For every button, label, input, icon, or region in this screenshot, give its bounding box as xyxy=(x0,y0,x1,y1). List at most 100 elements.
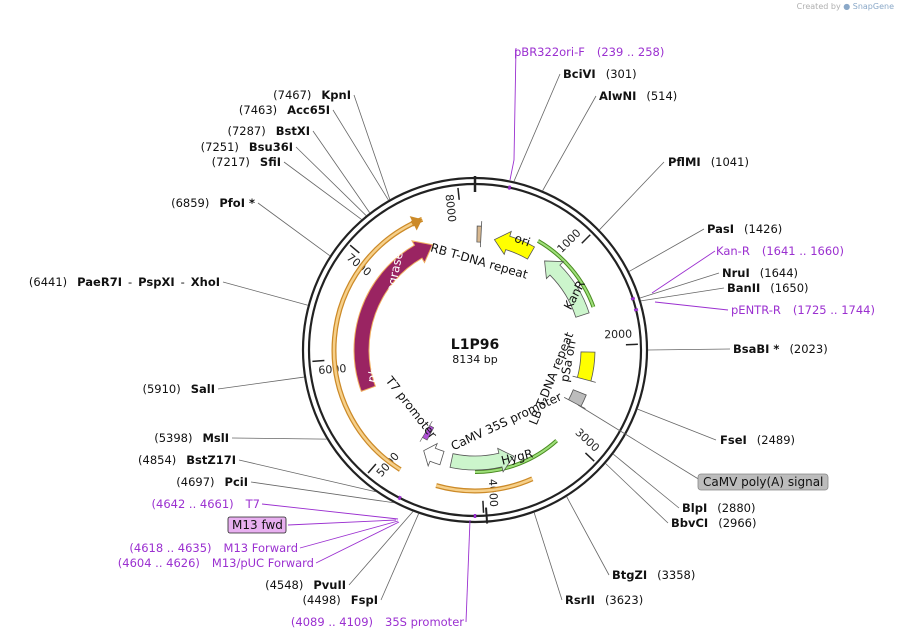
site-label-rsrii[interactable]: RsrII(3623) xyxy=(565,593,643,607)
leader-kpni xyxy=(353,94,391,200)
features xyxy=(331,185,639,518)
site-label-bstz17i[interactable]: (4854)BstZ17I xyxy=(138,453,236,467)
tick-label: 3000 xyxy=(573,426,602,455)
site-label-sfii[interactable]: (7217)SfiI xyxy=(212,155,281,169)
leader-fspi xyxy=(380,513,420,601)
leader-pflmi xyxy=(599,161,665,231)
primer-label-t7[interactable]: (4642 .. 4661)T7 xyxy=(152,497,260,511)
tick-mark xyxy=(312,359,325,363)
feature-label-t7-promoter[interactable]: T7 promoter xyxy=(382,373,440,441)
site-label-fsei[interactable]: FseI(2489) xyxy=(720,433,795,447)
site-label-blpi[interactable]: BlpI(2880) xyxy=(682,501,755,515)
site-label-pflmi[interactable]: PflMI(1041) xyxy=(668,155,749,169)
tick-mark xyxy=(482,500,485,513)
primer-label-m13-forward[interactable]: (4618 .. 4635)M13 Forward xyxy=(129,541,298,555)
leader-t7 xyxy=(261,503,399,520)
leader-pfoi xyxy=(257,202,331,257)
primer-label-pbr322ori-f[interactable]: pBR322ori-F(239 .. 258) xyxy=(514,45,664,59)
leader-m13-puc-forward xyxy=(315,521,400,564)
tick-label: 4000 xyxy=(486,479,500,508)
leader-bsu36i xyxy=(295,146,367,216)
leader-alwni xyxy=(542,95,597,191)
primer-mark-pentr-r[interactable] xyxy=(633,308,639,312)
feature-label-ori[interactable]: ori xyxy=(513,231,532,249)
site-label-bcivi[interactable]: BciVI(301) xyxy=(563,67,637,81)
leader-btgzi xyxy=(566,496,610,576)
site-label-pfoi[interactable]: (6859)PfoI * xyxy=(171,196,255,210)
svg-text:CaMV poly(A) signal: CaMV poly(A) signal xyxy=(703,475,823,489)
site-label-pcii[interactable]: (4697)PciI xyxy=(176,475,248,489)
leader-paer7i xyxy=(222,281,309,306)
m13-fwd-label-box[interactable]: M13 fwd xyxy=(227,516,287,534)
leader-35s-promoter xyxy=(465,519,471,623)
tick-label: 8000 xyxy=(443,194,459,223)
plasmid-name: L1P96 xyxy=(451,337,499,353)
site-label-sali[interactable]: (5910)SalI xyxy=(142,382,215,396)
leader-bsabi xyxy=(647,348,731,351)
leader-m13-forward xyxy=(299,520,399,549)
snapgene-watermark: Created by ● SnapGene xyxy=(796,2,894,11)
tick-mark xyxy=(457,187,460,200)
site-label-kpni[interactable]: (7467)KpnI xyxy=(273,88,351,102)
site-label-nrui[interactable]: NruI(1644) xyxy=(722,266,798,280)
site-label-bstxi[interactable]: (7287)BstXI xyxy=(227,124,310,138)
site-label-banii[interactable]: BanII(1650) xyxy=(727,281,809,295)
tick-label: 1000 xyxy=(555,226,584,255)
feature-camv-polya[interactable] xyxy=(563,389,587,410)
feature-kanr[interactable] xyxy=(544,260,590,318)
site-label-bbvci[interactable]: BbvCI(2966) xyxy=(671,516,756,530)
site-label-pasi[interactable]: PasI(1426) xyxy=(707,222,782,236)
site-label-acc65i[interactable]: (7463)Acc65I xyxy=(239,103,330,117)
site-label-paer7i[interactable]: (6441)PaeR7I-PspXI-XhoI xyxy=(29,275,220,289)
leader-pbr322ori-f xyxy=(509,47,517,181)
primer-label-35s-promoter[interactable]: (4089 .. 4109)35S promoter xyxy=(291,615,464,629)
leader-nrui xyxy=(639,272,720,299)
leader-bstz17i xyxy=(238,459,376,493)
right-site-labels: BciVI(301) AlwNI(514) PflMI(1041) PasI(1… xyxy=(563,67,828,607)
feature-t7-promoter[interactable] xyxy=(419,420,435,442)
snapgene-logo-icon: ● xyxy=(843,2,851,11)
site-label-msli[interactable]: (5398)MslI xyxy=(154,431,229,445)
feature-integrase[interactable] xyxy=(353,240,434,393)
feature-camv35s[interactable] xyxy=(423,442,445,468)
site-label-bsu36i[interactable]: (7251)Bsu36I xyxy=(201,140,293,154)
site-label-alwni[interactable]: AlwNI(514) xyxy=(599,89,677,103)
leader-rsrii xyxy=(533,512,563,601)
feature-rb-tdna[interactable] xyxy=(476,221,483,248)
feature-label-camv35s[interactable]: CaMV 35S promoter xyxy=(449,390,564,454)
left-site-labels: (4498)FspI (4548)PvuII (4697)PciI (4854)… xyxy=(29,88,378,607)
site-label-fspi[interactable]: (4498)FspI xyxy=(303,593,378,607)
primer-label-pentr-r[interactable]: pENTR-R(1725 .. 1744) xyxy=(731,303,875,317)
orf-arc-left-head xyxy=(409,216,423,231)
feature-hygr[interactable] xyxy=(449,447,515,473)
primer-label-m13-puc-forward[interactable]: (4604 .. 4626)M13/pUC Forward xyxy=(118,556,314,570)
primer-mark-m13[interactable] xyxy=(397,495,402,501)
primer-mark-pbr322ori-f[interactable] xyxy=(507,185,512,190)
leader-camv-polya xyxy=(577,404,701,481)
primer-mark-kan-r[interactable] xyxy=(630,296,636,301)
leader-kan-r xyxy=(651,250,716,294)
tick-mark xyxy=(349,244,360,254)
primer-label-kan-r[interactable]: Kan-R(1641 .. 1660) xyxy=(716,244,844,258)
tick-label: 6000 xyxy=(318,362,347,377)
site-leader-lines xyxy=(217,47,731,623)
orf-arc-hygr-inner xyxy=(474,439,558,473)
tick-label: 2000 xyxy=(604,327,632,341)
site-label-pvuii[interactable]: (4548)PvuII xyxy=(265,578,346,592)
tick-mark xyxy=(367,463,377,474)
leader-banii xyxy=(640,287,725,302)
plasmid-size: 8134 bp xyxy=(452,353,497,366)
tick-mark xyxy=(584,452,595,462)
feature-psa-ori[interactable] xyxy=(572,351,596,383)
camv-polya-label-box[interactable]: CaMV poly(A) signal xyxy=(697,473,829,491)
site-label-bsabi[interactable]: BsaBI *(2023) xyxy=(733,342,828,356)
leader-blpi xyxy=(612,453,680,509)
leader-pasi xyxy=(628,228,705,272)
leader-sali xyxy=(217,376,305,390)
site-label-btgzi[interactable]: BtgZI(3358) xyxy=(612,568,695,582)
leader-pvuii xyxy=(348,511,414,586)
feature-ori[interactable] xyxy=(493,230,536,260)
leader-fsei xyxy=(637,408,717,441)
orf-arc-left-inner xyxy=(332,218,423,471)
